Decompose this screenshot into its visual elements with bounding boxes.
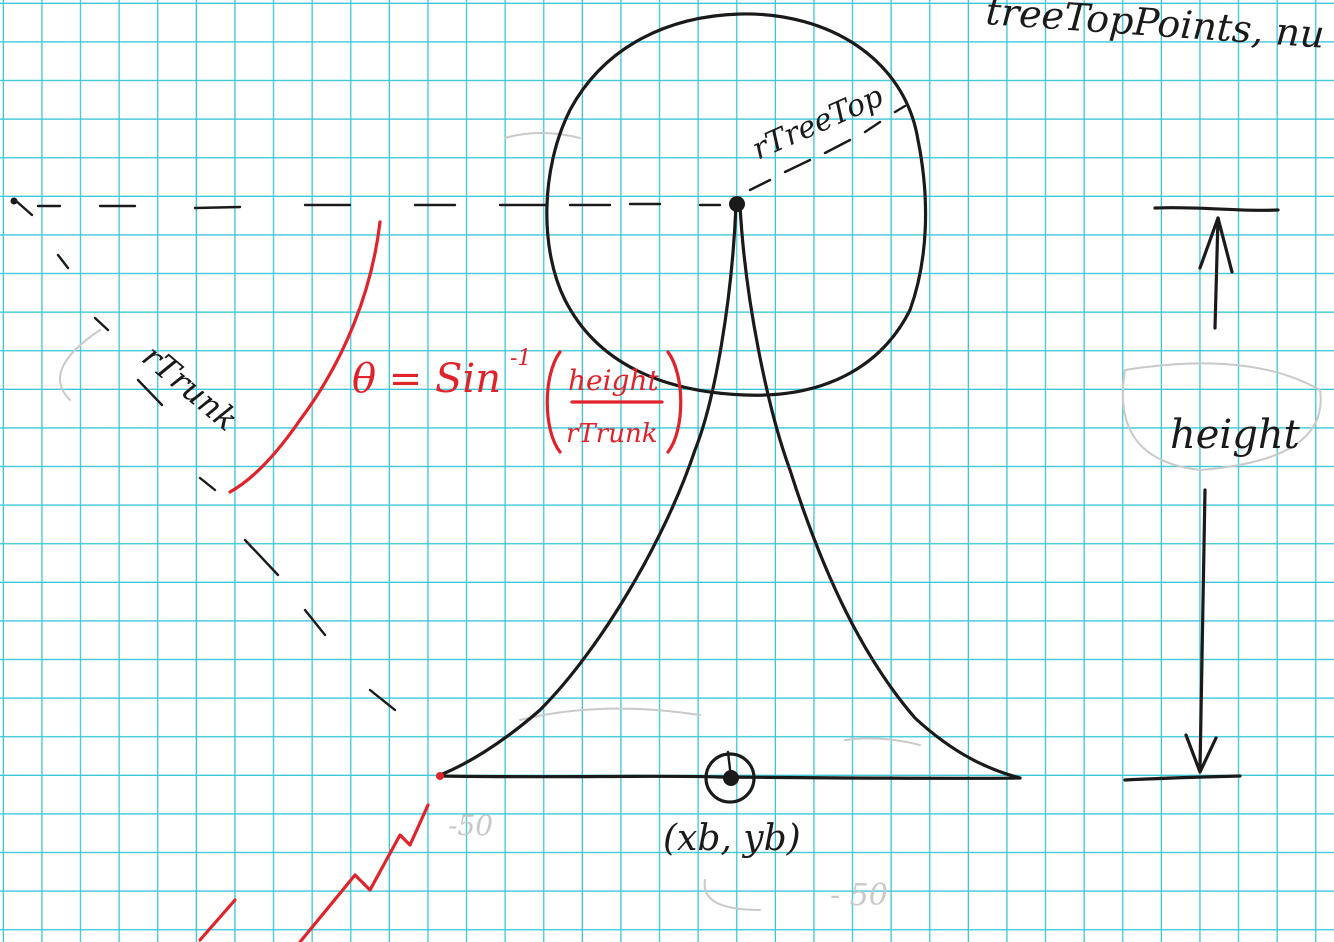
theta-formula-exponent: -1 (510, 346, 531, 371)
theta-formula-prefix: θ = Sin (352, 356, 501, 402)
base-point-label: (xb, yb) (663, 818, 801, 859)
tree-top-center-point (729, 196, 745, 212)
theta-formula: θ = Sin -1 height rTrunk (352, 346, 683, 454)
theta-angle-arc (228, 220, 382, 494)
formula-left-paren (545, 350, 562, 454)
formula-numerator: height (568, 364, 660, 397)
formula-denominator: rTrunk (566, 419, 657, 449)
red-base-dot (436, 772, 444, 780)
tree-trunk-outline (438, 203, 738, 777)
dashed-horizontal-line (36, 202, 722, 210)
faint-label-left: -50 (448, 809, 493, 842)
faint-pencil-marks (59, 132, 1322, 911)
tree-top-radius-dashed (748, 104, 907, 192)
tree-top-circle (545, 12, 928, 397)
red-zigzag-arrow (198, 803, 430, 942)
height-dimension (1123, 205, 1280, 782)
trunk-radius-dashed (13, 198, 397, 712)
trunk-origin-point (10, 197, 18, 205)
base-point-marker (704, 750, 756, 804)
tree-base-line (438, 774, 1022, 781)
height-label: height (1170, 412, 1301, 458)
formula-right-paren (666, 350, 683, 454)
faint-label-bottom: - 50 (830, 878, 888, 913)
tree-trunk-outline-right (738, 203, 1022, 780)
